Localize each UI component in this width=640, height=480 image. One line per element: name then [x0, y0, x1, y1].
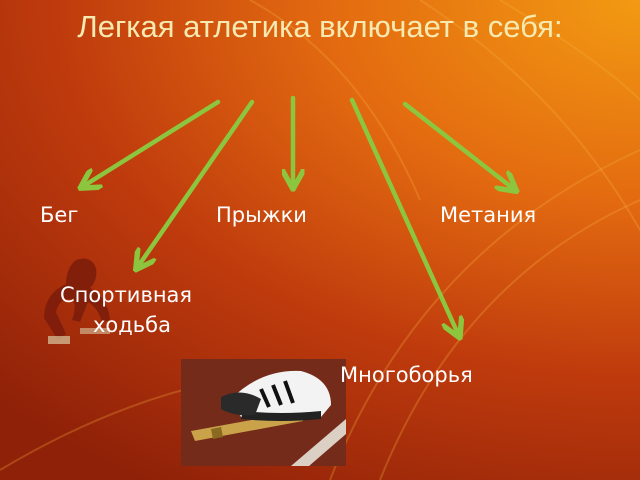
arrow-to-race-walking [137, 99, 255, 268]
running-shoes-image [181, 359, 346, 466]
label-race-walking-line1: Спортивная [60, 283, 193, 307]
label-race-walking: Спортивная ходьба [60, 282, 192, 338]
sprinter-icon [44, 258, 110, 344]
arrow-to-throwing [402, 101, 515, 190]
arrow-to-all-around [349, 97, 459, 336]
arrow-to-running [82, 99, 221, 187]
label-race-walking-line2: ходьба [93, 313, 171, 337]
label-all-around: Многоборья [340, 363, 473, 387]
label-running: Бег [40, 203, 79, 227]
label-jumping: Прыжки [216, 203, 307, 227]
shoes-baton-photo [181, 359, 346, 466]
label-throwing: Метания [440, 203, 537, 227]
slide-title: Легкая атлетика включает в себя: [77, 9, 563, 44]
